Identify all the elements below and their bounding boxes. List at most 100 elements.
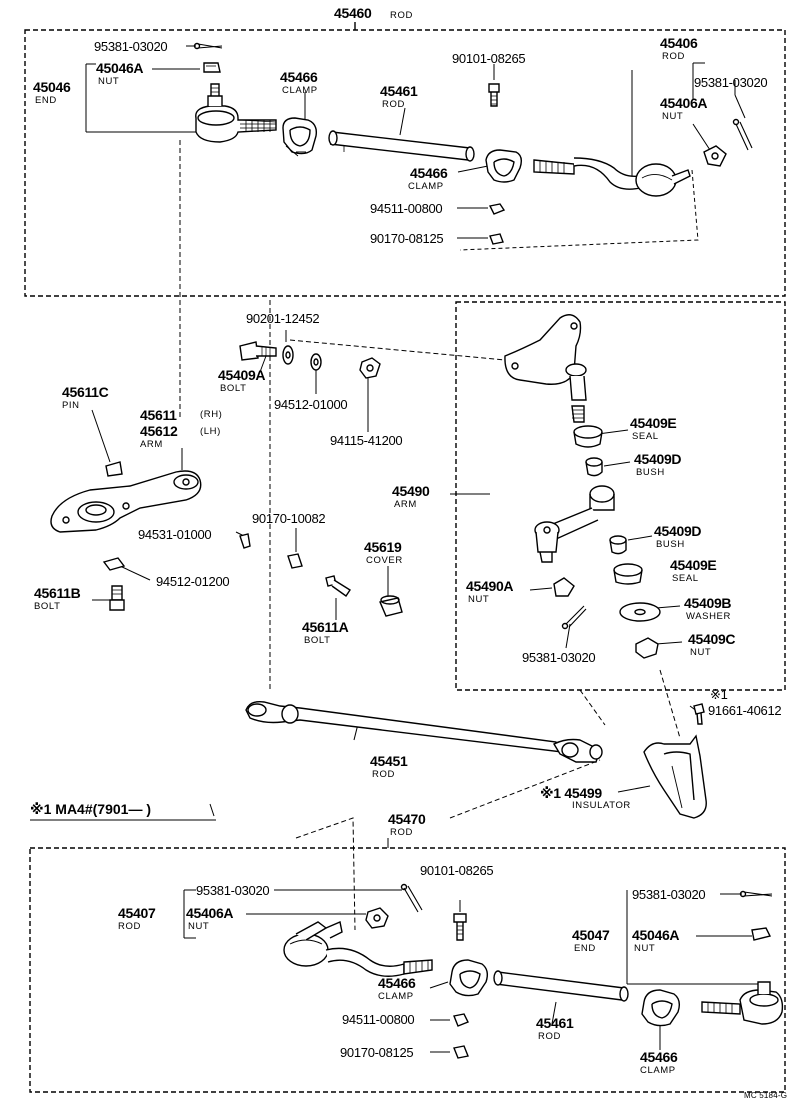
label-45047: 45047 — [572, 927, 610, 943]
caption-45499: INSULATOR — [572, 800, 631, 811]
caption-45046A-top: NUT — [98, 76, 120, 87]
label-95381-b: 95381-03020 — [694, 75, 768, 90]
label-90170-b: 90170-10082 — [252, 511, 326, 526]
caption-45490A: NUT — [468, 594, 490, 605]
label-95381-e: 95381-03020 — [632, 887, 706, 902]
idler-arm-45490 — [534, 485, 615, 563]
washer-94512-mid — [310, 353, 322, 371]
washer-90201 — [282, 345, 294, 365]
label-91661: 91661-40612 — [708, 703, 782, 718]
caption-45409A: BOLT — [220, 383, 247, 394]
cotter-pin-bottom-left — [400, 883, 423, 913]
clamp-45466-bottom-right — [641, 989, 681, 1027]
nut-90170-bottom — [453, 1045, 469, 1059]
label-45407: 45407 — [118, 905, 156, 921]
washer-94511-top — [488, 203, 506, 215]
caption-45409C: NUT — [690, 647, 712, 658]
pin-45611C — [105, 461, 123, 477]
label-45409D-a: 45409D — [634, 451, 682, 467]
caption-45466-b: CLAMP — [408, 181, 444, 192]
footnote-model: ※1 MA4#(7901— ) — [30, 801, 151, 817]
tie-rod-45407 — [283, 921, 433, 977]
caption-45619: COVER — [366, 555, 403, 566]
nut-45406A-top — [703, 145, 727, 167]
caption-45406A-b: NUT — [188, 921, 210, 932]
label-45461-b: 45461 — [536, 1015, 574, 1031]
label-45046A-top: 45046A — [96, 60, 144, 76]
label-45409E-b: 45409E — [670, 557, 717, 573]
rod-45461-bottom — [493, 970, 629, 1002]
seal-45409E-lower — [613, 563, 643, 585]
tie-rod-45406 — [533, 157, 691, 197]
nut-45046A-top — [203, 62, 221, 73]
caption-45461-b: ROD — [538, 1031, 561, 1042]
washer-94511-bottom — [453, 1013, 469, 1027]
label-45451: 45451 — [370, 753, 408, 769]
label-45409C: 45409C — [688, 631, 736, 647]
label-95381-a: 95381-03020 — [94, 39, 168, 54]
caption-45409D-b: BUSH — [656, 539, 685, 550]
label-90170-a: 90170-08125 — [370, 231, 444, 246]
bolt-91661 — [693, 703, 705, 725]
caption-45407: ROD — [118, 921, 141, 932]
cotter-pin-top-right — [732, 118, 753, 151]
clamp-45466-top-right — [485, 149, 523, 183]
label-90101-a: 90101-08265 — [452, 51, 526, 66]
label-45406: 45406 — [660, 35, 698, 51]
washer-94512-lower — [102, 557, 126, 571]
bolt-45409A — [239, 341, 277, 361]
washer-45409B — [619, 602, 661, 622]
relay-rod-45451 — [245, 700, 603, 763]
label-94511-a: 94511-00800 — [370, 201, 443, 216]
label-45490A: 45490A — [466, 578, 514, 594]
label-90201: 90201-12452 — [246, 311, 320, 326]
caption-45451: ROD — [372, 769, 395, 780]
cotter-pin-mid — [561, 605, 587, 630]
label-45611C: 45611C — [62, 384, 109, 400]
caption-45406A-a: NUT — [662, 111, 684, 122]
label-90101-b: 90101-08265 — [420, 863, 494, 878]
label-95381-c: 95381-03020 — [522, 650, 596, 665]
top-rod-group-frame — [24, 22, 786, 297]
label-45409D-b: 45409D — [654, 523, 702, 539]
bolt-90101-top — [488, 83, 500, 107]
bottom-group-number: 45470 — [388, 811, 426, 827]
label-45046: 45046 — [33, 79, 71, 95]
label-45406A-b: 45406A — [186, 905, 234, 921]
bottom-rod-group-frame — [29, 847, 786, 1093]
clamp-45466-bottom-left — [449, 959, 489, 997]
caption-arm-a: ARM — [140, 439, 163, 450]
caption-45466-d: CLAMP — [640, 1065, 676, 1076]
label-94511-b: 94511-00800 — [342, 1012, 415, 1027]
label-45619: 45619 — [364, 539, 402, 555]
label-45466-a: 45466 — [280, 69, 318, 85]
top-group-number: 45460 — [334, 5, 372, 21]
label-45466-b: 45466 — [410, 165, 448, 181]
caption-45466-a: CLAMP — [282, 85, 318, 96]
drawing-id: MC 5184-G — [744, 1091, 788, 1100]
label-94512-a: 94512-01000 — [274, 397, 348, 412]
label-95381-d: 95381-03020 — [196, 883, 270, 898]
clamp-45466-top-left — [282, 117, 318, 157]
caption-45046A-b: NUT — [634, 943, 656, 954]
label-45499: ※1 45499 — [540, 785, 602, 801]
label-45046A-b: 45046A — [632, 927, 680, 943]
label-lh: (LH) — [200, 426, 221, 437]
caption-45409B: WASHER — [686, 611, 731, 622]
top-group-caption: ROD — [390, 10, 413, 21]
nut-45490A — [553, 577, 575, 597]
label-94115: 94115-41200 — [330, 433, 403, 448]
bolt-45611A — [325, 575, 351, 597]
bush-45409D-upper — [585, 457, 603, 477]
nut-45406A-bottom — [365, 907, 389, 929]
label-45409B: 45409B — [684, 595, 732, 611]
label-mark1: ※1 — [710, 687, 728, 702]
caption-45611C: PIN — [62, 400, 80, 411]
label-45612: 45612 — [140, 423, 178, 439]
cover-45619 — [379, 595, 403, 617]
caption-45611A: BOLT — [304, 635, 331, 646]
label-45611: 45611 — [140, 407, 177, 423]
caption-45046: END — [35, 95, 57, 106]
